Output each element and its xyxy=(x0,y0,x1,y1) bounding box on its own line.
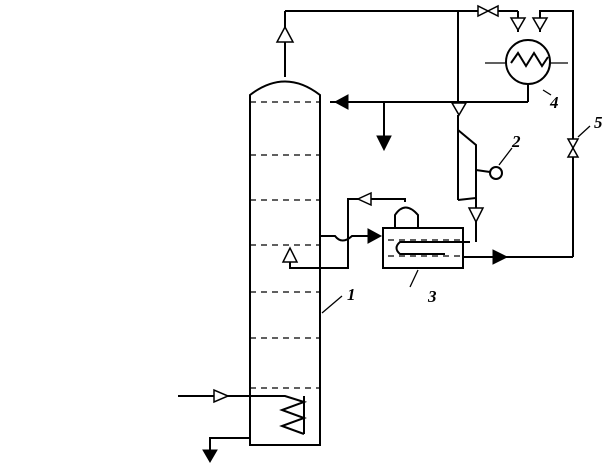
valve-icon xyxy=(566,138,580,150)
reflux-line xyxy=(330,94,528,152)
compressor xyxy=(457,129,513,242)
left-arrow-icon xyxy=(356,191,372,207)
down-arrow-icon xyxy=(202,449,218,463)
left-arrow-icon xyxy=(333,94,349,110)
right-arrow-icon xyxy=(492,249,509,265)
vapor-return-line xyxy=(281,191,405,269)
vapor-up-arrow-icon xyxy=(275,25,295,43)
side-draw-line xyxy=(320,228,383,244)
down-arrow-icon xyxy=(531,17,549,32)
valve-icon xyxy=(477,4,490,18)
label-column: 1 xyxy=(347,285,356,304)
label-condenser: 4 xyxy=(549,93,559,112)
down-arrow-icon xyxy=(509,17,527,32)
up-arrow-icon xyxy=(281,246,299,263)
refrigerant-return-line xyxy=(463,157,574,265)
down-arrow-icon xyxy=(467,207,485,224)
overhead-vapor-line xyxy=(275,4,527,77)
feed-arrow-icon xyxy=(213,388,230,404)
label-reboiler-condenser: 3 xyxy=(427,287,437,306)
distillation-column xyxy=(249,80,321,446)
right-arrow-icon xyxy=(367,228,383,244)
down-arrow-icon xyxy=(376,135,392,152)
expansion-valve xyxy=(566,125,591,158)
column-trays xyxy=(250,101,320,389)
label-valve: 5 xyxy=(594,113,603,132)
condenser xyxy=(485,10,574,140)
compressor-suction-line xyxy=(450,11,468,200)
down-arrow-icon xyxy=(450,102,468,117)
bottom-outlet xyxy=(202,437,250,463)
reboiler-condenser xyxy=(382,198,470,288)
label-compressor: 2 xyxy=(511,132,521,151)
bottom-heater xyxy=(178,388,308,435)
